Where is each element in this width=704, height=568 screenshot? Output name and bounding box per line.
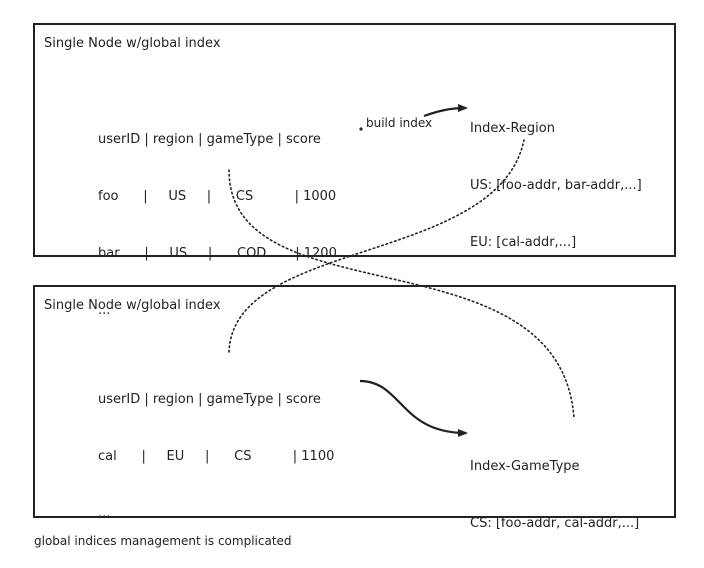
table-row: userID | region | gameType | score	[98, 132, 321, 147]
node-title-top: Single Node w/global index	[44, 36, 221, 51]
index-entry: CS: [foo-addr, cal-addr,...]	[470, 516, 640, 531]
caption: global indices management is complicated	[34, 534, 292, 548]
index-title: Index-GameType	[470, 459, 580, 474]
table-row: ...	[98, 303, 111, 318]
index-gametype: Index-GameType CS: [foo-addr, cal-addr,.…	[470, 419, 639, 552]
table-row: bar | US | COD | 1200	[98, 246, 337, 261]
node-title-bottom: Single Node w/global index	[44, 298, 221, 313]
index-entry: US: [foo-addr, bar-addr,...]	[470, 178, 642, 193]
index-region: Index-Region US: [foo-addr, bar-addr,...…	[470, 81, 642, 271]
index-title: Index-Region	[470, 121, 555, 136]
build-index-label: build index	[366, 116, 433, 130]
table-bottom: userID | region | gameType | score cal |…	[98, 352, 334, 542]
index-entry: EU: [cal-addr,...]	[470, 235, 577, 250]
table-row: userID | region | gameType | score	[98, 392, 321, 407]
table-row: ...	[98, 506, 111, 521]
table-row: foo | US | CS | 1000	[98, 189, 337, 204]
table-row: cal | EU | CS | 1100	[98, 449, 335, 464]
